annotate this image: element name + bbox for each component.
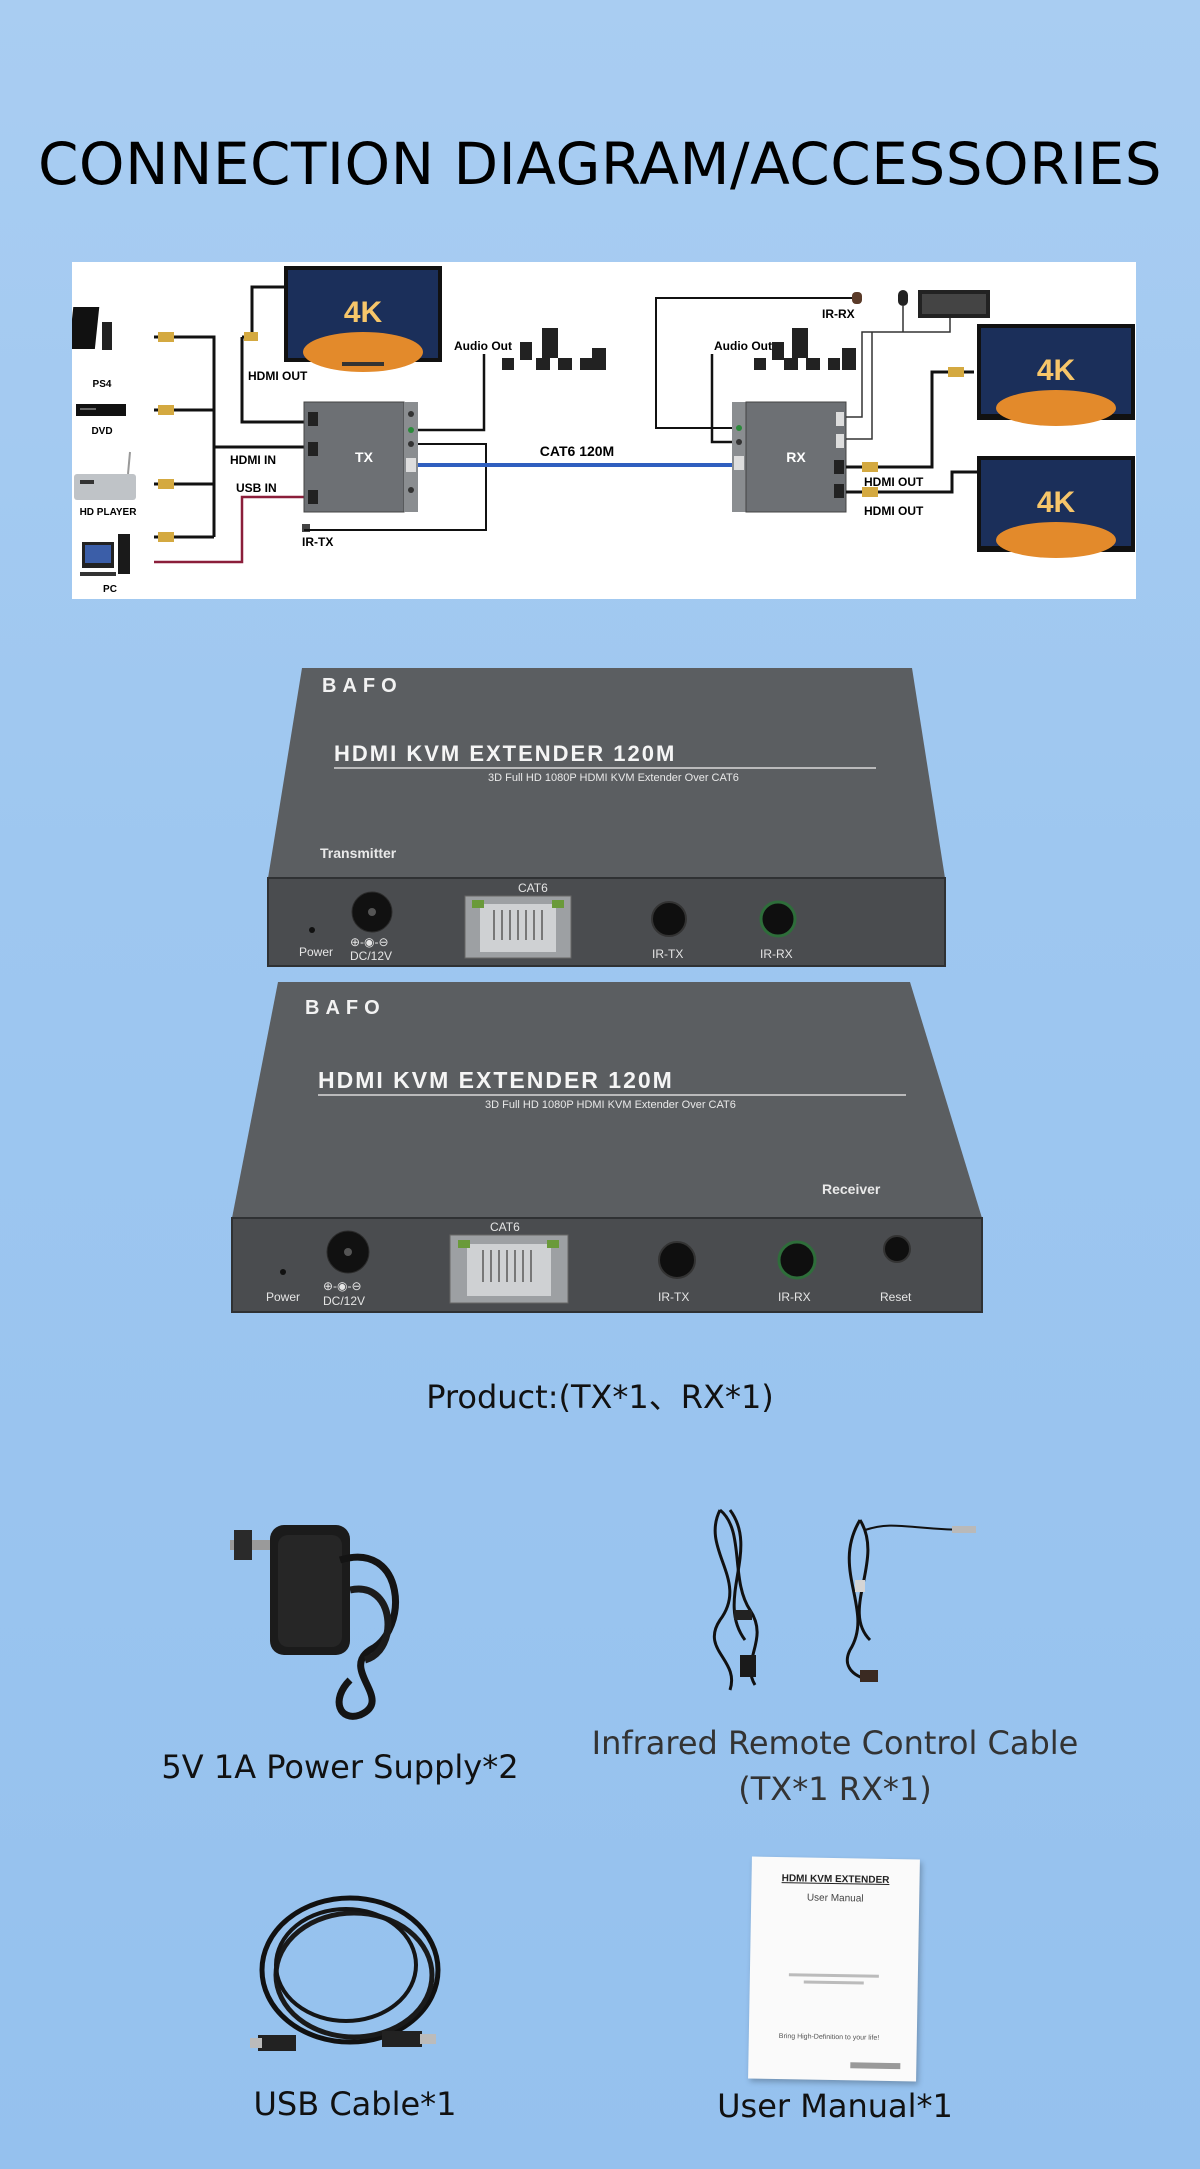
- label-pc: PC: [103, 584, 117, 595]
- hd-player-icon: [74, 451, 136, 500]
- rx-ir-cable: [655, 297, 858, 429]
- rx-reset-label: Reset: [880, 1290, 912, 1304]
- rx-brand: BAFO: [305, 997, 386, 1019]
- label-hdmi-in: HDMI IN: [230, 453, 276, 467]
- label-ir-tx: IR-TX: [302, 535, 333, 549]
- rx-speaker-icon: [754, 328, 856, 370]
- label-hdmi-out-rx1: HDMI OUT: [864, 475, 924, 489]
- pc-icon: [80, 534, 130, 576]
- power-supply-caption: 5V 1A Power Supply*2: [161, 1748, 519, 1786]
- usb-cable-image: [250, 1895, 441, 2051]
- ps4-icon: [72, 307, 112, 350]
- rx-box: RX: [732, 401, 847, 513]
- ir-rx-sensor-icon: [852, 292, 862, 304]
- rx-cat6-label: CAT6: [490, 1220, 520, 1234]
- tx-ir-rx-jack-icon: [759, 900, 797, 938]
- rx-role: Receiver: [822, 1181, 881, 1197]
- tx-power-led-icon: [309, 927, 315, 933]
- rx-ir-tx-label: IR-TX: [658, 1290, 689, 1304]
- label-audio-out-tx: Audio Out: [454, 339, 512, 353]
- rx-title: HDMI KVM EXTENDER 120M: [318, 1067, 674, 1093]
- ir-cable-caption: Infrared Remote Control Cable (TX*1 RX*1…: [560, 1720, 1110, 1812]
- connection-diagram-svg: PS4 DVD HD PLAYER PC: [72, 266, 1135, 595]
- tx-power-label: Power: [299, 945, 333, 959]
- tx-speaker-icon: [502, 328, 606, 370]
- label-audio-out-rx: Audio Out: [714, 339, 772, 353]
- svg-text:4K: 4K: [1037, 486, 1076, 519]
- user-manual-image: HDMI KVM EXTENDER User Manual Bring High…: [748, 1856, 920, 2082]
- label-ir-rx: IR-RX: [822, 307, 855, 321]
- ir-cable-caption-line1: Infrared Remote Control Cable: [591, 1724, 1079, 1762]
- svg-text:⊕-◉-⊖: ⊕-◉-⊖: [323, 1279, 362, 1293]
- tx-ir-cable: [304, 443, 487, 531]
- devices-illustration: BAFO HDMI KVM EXTENDER 120M 3D Full HD 1…: [231, 668, 983, 1313]
- rx-tv2-icon: 4K: [977, 456, 1135, 558]
- rx-tv1-icon: 4K: [977, 324, 1135, 426]
- label-usb-in: USB IN: [236, 481, 277, 495]
- keyboard-mouse-icon: [846, 290, 990, 440]
- ir-cable-image: [712, 1508, 976, 1691]
- label-hd-player: HD PLAYER: [80, 507, 138, 518]
- source-cables: [154, 335, 304, 539]
- tx-rj45-port-icon: [464, 895, 572, 959]
- manual-cover-tagline: Bring High-Definition to your life!: [778, 2033, 880, 2042]
- label-hdmi-out-tx: HDMI OUT: [248, 369, 308, 383]
- hdmi-plug: [948, 367, 964, 377]
- rx-power-label: Power: [266, 1290, 300, 1304]
- tx-title: HDMI KVM EXTENDER 120M: [334, 741, 676, 766]
- usb-cable: [154, 495, 304, 564]
- label-dvd: DVD: [91, 426, 112, 437]
- rx-power-led-icon: [280, 1269, 286, 1275]
- rx-subtitle: 3D Full HD 1080P HDMI KVM Extender Over …: [485, 1099, 736, 1111]
- svg-text:TX: TX: [355, 449, 374, 465]
- tx-tv-icon: 4K: [284, 266, 442, 372]
- rx-rj45-port-icon: [449, 1234, 569, 1304]
- hdmi-plug: [862, 487, 878, 497]
- svg-text:RX: RX: [786, 449, 806, 465]
- tx-ir-rx-label: IR-RX: [760, 947, 793, 961]
- label-cat6: CAT6 120M: [540, 443, 614, 459]
- power-supply-image: [230, 1525, 399, 1720]
- tx-box: TX: [303, 401, 418, 513]
- rx-audio-cable: [710, 354, 732, 444]
- rx-reset-button-icon: [883, 1235, 911, 1263]
- tx-audio-cable: [418, 354, 486, 432]
- rx-ir-rx-label: IR-RX: [778, 1290, 811, 1304]
- tx-ir-tx-jack-icon: [651, 901, 687, 937]
- rx-hdmi-cables: [846, 370, 978, 494]
- svg-text:4K: 4K: [344, 296, 383, 329]
- dvd-icon: [76, 404, 126, 416]
- hdmi-plug: [244, 332, 258, 341]
- tx-cat6-label: CAT6: [518, 881, 548, 895]
- tx-brand: BAFO: [322, 675, 403, 697]
- user-manual-caption: User Manual*1: [717, 2087, 953, 2125]
- manual-cover-title: HDMI KVM EXTENDER: [781, 1873, 890, 1886]
- rx-ir-tx-jack-icon: [658, 1241, 696, 1279]
- tx-dc-label: DC/12V: [350, 949, 392, 963]
- transmitter-device: BAFO HDMI KVM EXTENDER 120M 3D Full HD 1…: [267, 668, 946, 967]
- ir-tx-sensor-icon: [302, 524, 310, 532]
- page-title: CONNECTION DIAGRAM/ACCESSORIES: [37, 130, 1163, 198]
- tx-ir-tx-label: IR-TX: [652, 947, 683, 961]
- manual-cover-subtitle: User Manual: [806, 1892, 864, 1905]
- receiver-device: BAFO HDMI KVM EXTENDER 120M 3D Full HD 1…: [231, 982, 983, 1313]
- rx-dc-label: DC/12V: [323, 1294, 365, 1308]
- label-ps4: PS4: [93, 379, 112, 390]
- hdmi-plugs-left: [158, 332, 174, 542]
- hdmi-plug: [862, 462, 878, 472]
- svg-text:⊕-◉-⊖: ⊕-◉-⊖: [350, 935, 389, 949]
- product-caption: Product:(TX*1、RX*1): [426, 1378, 774, 1416]
- ir-cable-caption-line2: (TX*1 RX*1): [738, 1770, 932, 1808]
- tx-role: Transmitter: [320, 845, 397, 861]
- connection-diagram: PS4 DVD HD PLAYER PC: [72, 262, 1136, 599]
- svg-text:4K: 4K: [1037, 354, 1076, 387]
- tx-subtitle: 3D Full HD 1080P HDMI KVM Extender Over …: [488, 772, 739, 784]
- rx-ir-rx-jack-icon: [777, 1240, 817, 1280]
- label-hdmi-out-rx2: HDMI OUT: [864, 504, 924, 518]
- usb-cable-caption: USB Cable*1: [253, 2085, 457, 2123]
